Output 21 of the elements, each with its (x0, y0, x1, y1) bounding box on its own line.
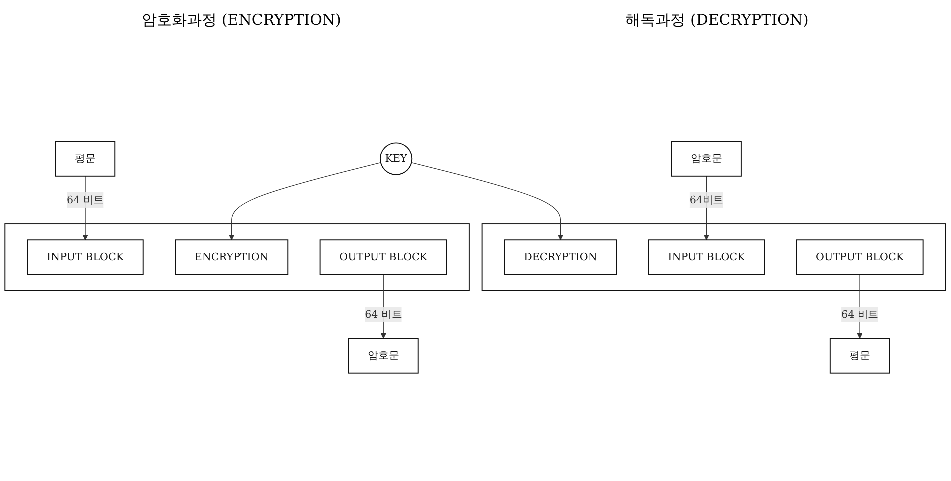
node-box: ENCRYPTION (175, 240, 289, 276)
edge-label: 64 비트 (365, 308, 402, 321)
column-heading: 암호화과정 (ENCRYPTION) (142, 10, 342, 30)
node-circle: KEY (380, 142, 413, 176)
cluster (4, 224, 470, 292)
arrow (229, 162, 382, 240)
node-box: INPUT BLOCK (648, 240, 766, 276)
arrow (411, 162, 564, 240)
node-box: OUTPUT BLOCK (320, 240, 448, 276)
node-box: 평문 (830, 338, 890, 374)
column-heading: 해독과정 (DECRYPTION) (626, 10, 809, 30)
node-box: OUTPUT BLOCK (796, 240, 924, 276)
node-box: 평문 (55, 141, 116, 177)
edge-label: 64 비트 (842, 308, 879, 321)
node-box: DECRYPTION (504, 240, 618, 276)
edge-label: 64 비트 (67, 194, 104, 206)
node-box: 암호문 (671, 141, 742, 177)
node-box: 암호문 (348, 338, 419, 374)
node-box: INPUT BLOCK (27, 240, 144, 276)
cluster (482, 224, 946, 292)
edge-label: 64비트 (690, 194, 724, 206)
